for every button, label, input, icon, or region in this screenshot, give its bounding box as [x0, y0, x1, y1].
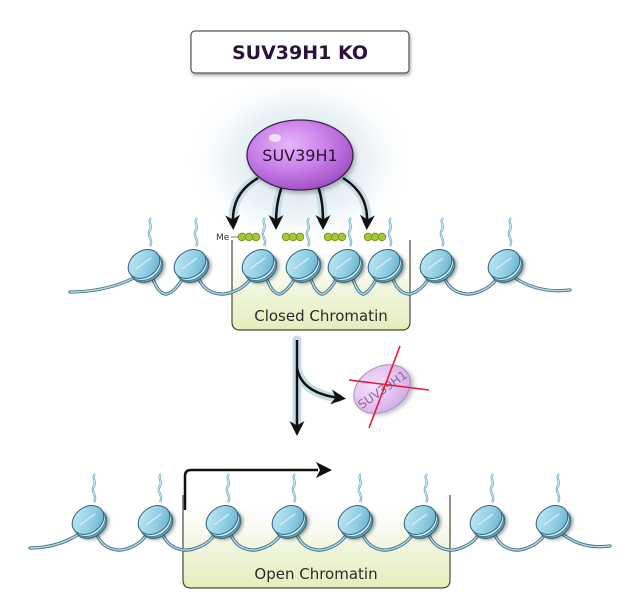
histone-core	[205, 505, 239, 535]
transcription-arrow	[183, 462, 332, 510]
methylation-arrow-1	[225, 176, 259, 230]
methyl-mark-group	[281, 232, 305, 242]
open-chromatin-fiber	[28, 473, 612, 552]
histone-core	[137, 505, 171, 535]
methyl-bead	[370, 232, 380, 242]
nucleosome	[487, 217, 524, 283]
open-chromatin-label: Open Chromatin	[254, 565, 377, 583]
methyl-mark-group	[363, 232, 387, 242]
branch-arrow	[295, 367, 346, 405]
nucleosome	[271, 473, 308, 539]
methyl-bead	[237, 232, 247, 242]
histone-core	[327, 249, 361, 279]
methyl-bead	[377, 232, 387, 242]
nucleosome	[367, 217, 404, 283]
closed-chromatin-label: Closed Chromatin	[254, 307, 388, 325]
histone-core	[71, 505, 105, 535]
histone-core	[535, 505, 569, 535]
histone-core	[241, 249, 275, 279]
histone-core	[173, 249, 207, 279]
methyl-marks	[237, 232, 387, 242]
methyl-bead	[363, 232, 373, 242]
methylation-arrow-3	[315, 185, 331, 230]
me-label: Me	[216, 233, 230, 243]
nucleosome	[419, 217, 456, 283]
knocked-out-enzyme: SUV39H1	[348, 345, 430, 429]
open-chromatin-region: Open Chromatin	[182, 495, 451, 589]
nucleosome	[71, 473, 108, 539]
histone-core	[285, 249, 319, 279]
histone-core	[127, 249, 161, 279]
histone-core	[271, 505, 305, 535]
nucleosome	[337, 473, 374, 539]
title-text: SUV39H1 KO	[232, 42, 368, 64]
histone-core	[337, 505, 371, 535]
nucleosome	[127, 217, 164, 283]
histone-core	[419, 249, 453, 279]
cross-line-2	[368, 345, 401, 429]
nucleosome	[403, 473, 440, 539]
cross-line-1	[348, 379, 430, 391]
nucleosome	[205, 473, 242, 539]
methyl-bead	[330, 232, 340, 242]
methyl-bead	[281, 232, 291, 242]
methyl-mark-group	[323, 232, 347, 242]
methyl-bead	[244, 232, 254, 242]
methylation-arrow-2	[268, 185, 284, 230]
methyl-bead	[288, 232, 298, 242]
methylation-arrows	[225, 173, 375, 230]
methyl-bead	[337, 232, 347, 242]
closed-chromatin-fiber	[68, 217, 572, 296]
methyl-mark-group	[237, 232, 261, 242]
methyl-bead	[251, 232, 261, 242]
histone-core	[403, 505, 437, 535]
nucleosome	[241, 217, 278, 283]
nucleosome	[327, 217, 364, 283]
methyl-bead	[295, 232, 305, 242]
nucleosome	[173, 217, 210, 283]
process-arrow	[289, 335, 346, 436]
nucleosome	[137, 473, 174, 539]
histone-core	[469, 505, 503, 535]
methyl-bead	[323, 232, 333, 242]
title-box: SUV39H1 KO	[190, 30, 410, 74]
suv39h1-enzyme: SUV39H1	[246, 119, 354, 191]
enzyme-label: SUV39H1	[262, 146, 337, 165]
histone-core	[367, 249, 401, 279]
methylation-arrow-4	[342, 176, 375, 230]
histone-core	[487, 249, 521, 279]
nucleosome	[469, 473, 506, 539]
nucleosome	[285, 217, 322, 283]
nucleosome	[535, 473, 572, 539]
title-box-frame	[190, 30, 410, 74]
